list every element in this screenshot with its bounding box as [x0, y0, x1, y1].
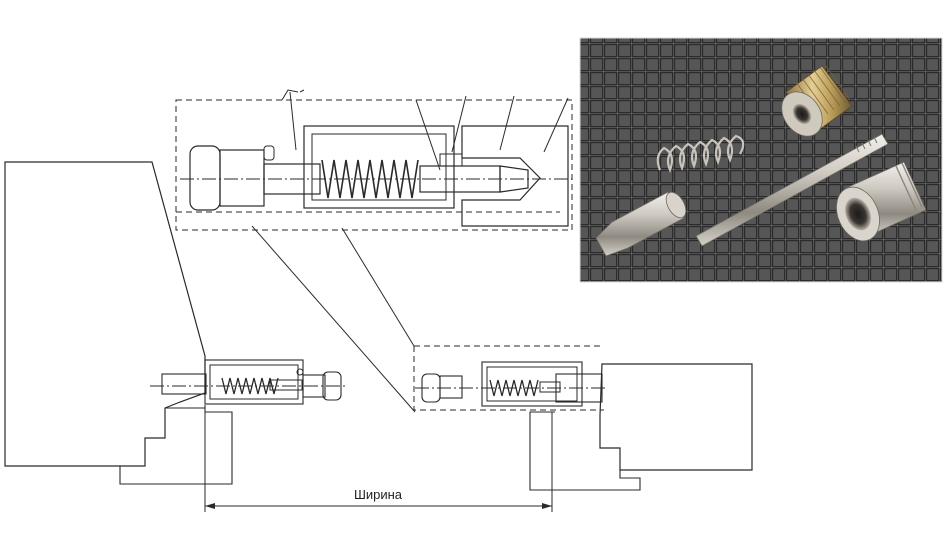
right-latch-spring	[489, 379, 539, 397]
left-frame-profile	[119, 405, 233, 512]
right-frame-profile	[529, 411, 641, 512]
width-dimension: Ширина	[205, 487, 552, 509]
photo-flanged-bushing	[836, 161, 927, 242]
right-door-leaf	[599, 363, 753, 471]
right-detail-frame	[413, 345, 604, 411]
detail-leader-lines	[251, 225, 416, 413]
photo-short-pin	[595, 191, 687, 257]
detail-spring	[321, 159, 419, 199]
photo-spring	[656, 134, 745, 173]
enlarged-latch-detail	[175, 89, 573, 231]
left-door-leaf	[4, 161, 206, 467]
left-latch-mechanism	[150, 359, 348, 405]
right-latch-mechanism	[415, 361, 605, 407]
latch-parts-photo	[579, 37, 943, 283]
photo-long-rod	[695, 133, 889, 247]
left-latch-spring	[221, 377, 279, 395]
width-dimension-label: Ширина	[354, 487, 403, 502]
photo-knurled-nut	[781, 65, 853, 137]
